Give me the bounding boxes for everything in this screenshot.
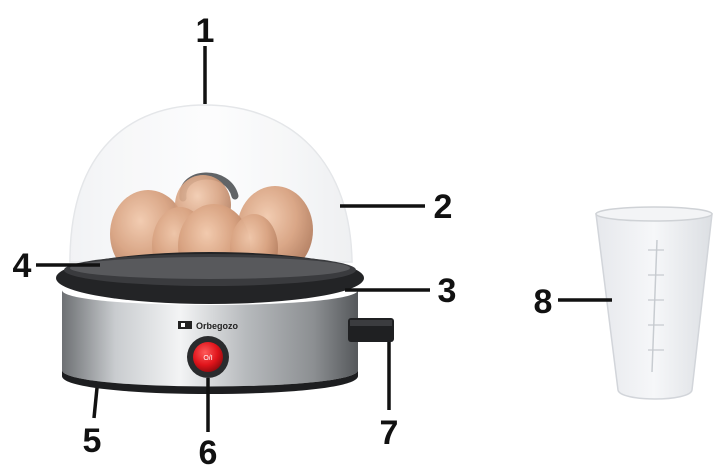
- callout-4: 4: [13, 247, 32, 285]
- measuring-cup: [595, 206, 713, 400]
- brand-text: Orbegozo: [196, 321, 239, 331]
- brand-logo: Orbegozo: [178, 321, 239, 331]
- callout-8: 8: [534, 283, 553, 321]
- callout-2: 2: [434, 188, 453, 226]
- callout-1: 1: [196, 12, 215, 50]
- callout-3: 3: [438, 272, 457, 310]
- power-switch[interactable]: O/I: [187, 336, 229, 378]
- callout-7: 7: [380, 414, 399, 452]
- base-bottom: [62, 370, 358, 394]
- callout-6: 6: [199, 434, 218, 466]
- callout-5: 5: [83, 422, 102, 460]
- switch-label: O/I: [203, 355, 212, 362]
- callout-lines: [36, 46, 612, 432]
